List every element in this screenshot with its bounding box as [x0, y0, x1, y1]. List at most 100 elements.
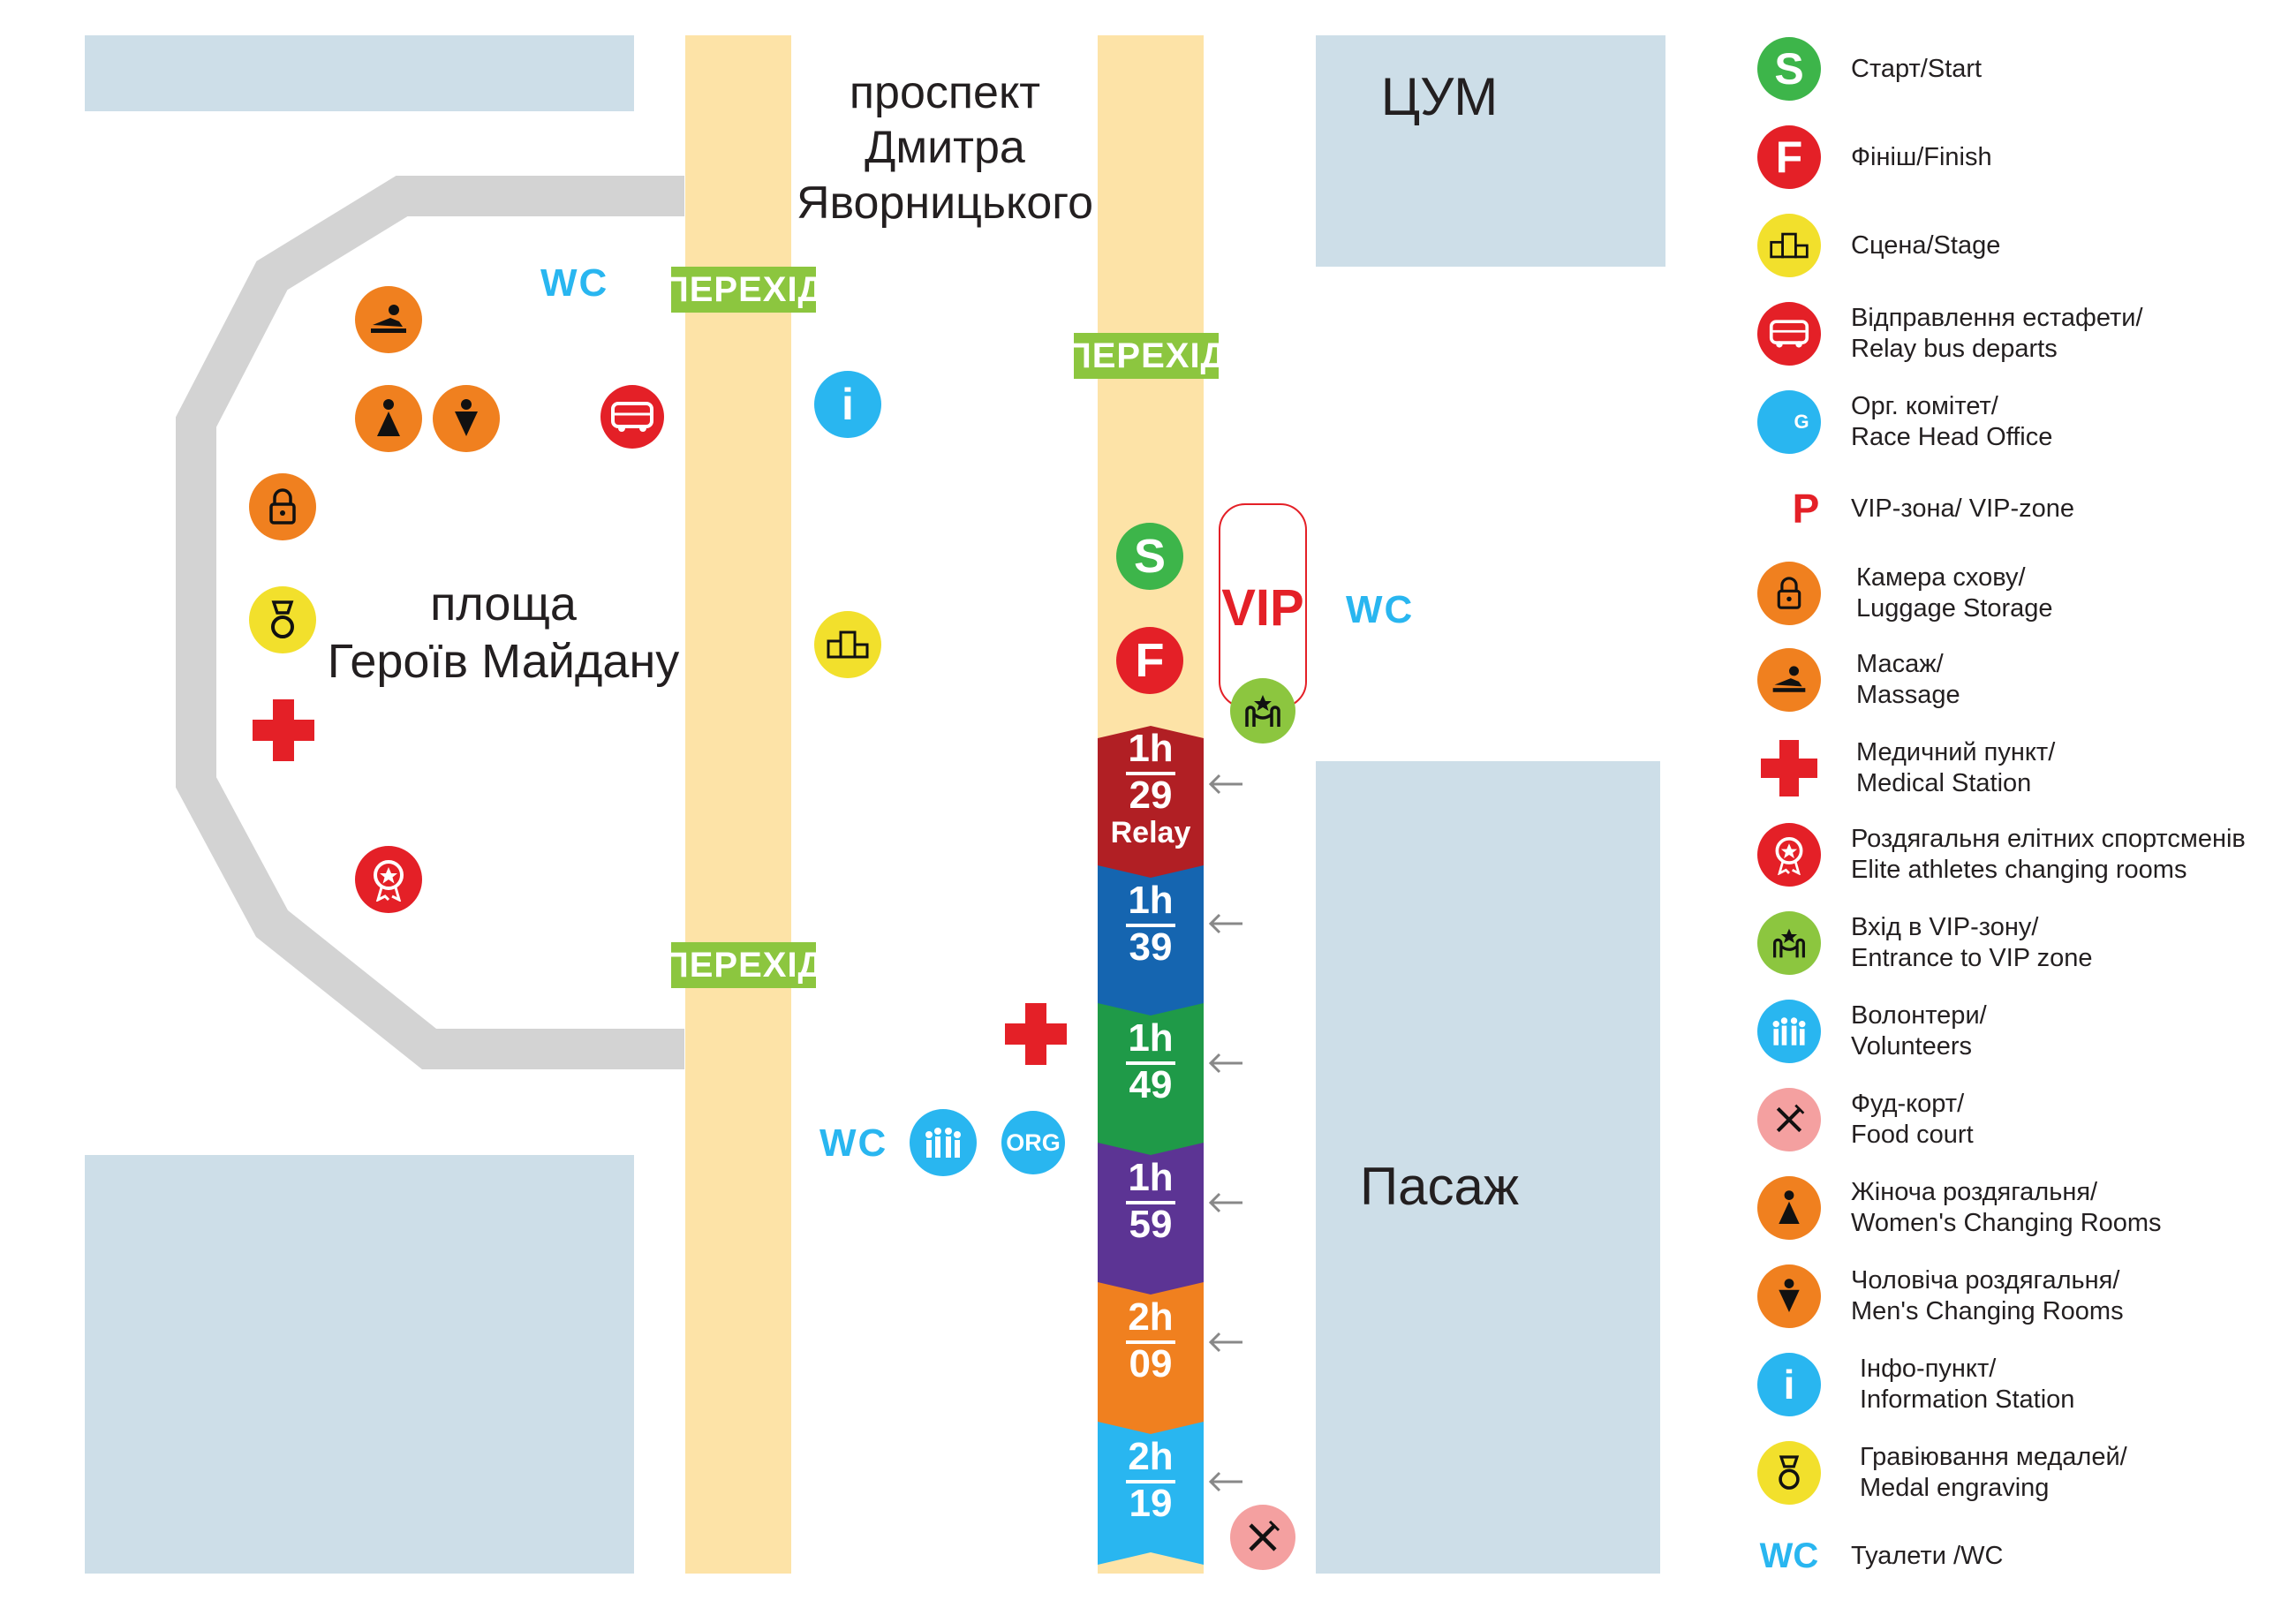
- corral-divider: [1126, 1201, 1175, 1204]
- legend-item: i Інфо-пункт/Information Station: [1757, 1349, 2287, 1420]
- street-label: проспект Дмитра Яворницького: [777, 65, 1113, 230]
- stage-icon: [1757, 214, 1821, 277]
- legend-text: Massage: [1856, 681, 1960, 709]
- finish-letter: F: [1135, 634, 1165, 687]
- legend-text: Фуд-корт/: [1851, 1090, 1965, 1118]
- arrow-left-icon: [1208, 1053, 1242, 1074]
- corral-hour: 1h: [1128, 1156, 1174, 1199]
- legend-text: Старт/Start: [1851, 54, 1983, 83]
- lock-icon: [249, 473, 316, 540]
- legend-text: Жіноча роздягальня/: [1851, 1178, 2098, 1206]
- org-icon: G: [1757, 390, 1821, 454]
- corral-relay: Relay: [1110, 816, 1191, 849]
- legend-text: Відправлення естафети/: [1851, 304, 2143, 332]
- corral-band: [1098, 1003, 1204, 1155]
- corral-hour: 2h: [1128, 1435, 1174, 1478]
- arrow-left-icon: [1208, 774, 1242, 795]
- crossing-label: ПЕРЕХІД: [1066, 333, 1226, 379]
- massage-icon: [355, 286, 422, 353]
- corral-label: 2h 19: [1098, 1422, 1204, 1554]
- corral-divider: [1126, 1480, 1175, 1483]
- medal-icon: [1757, 1441, 1821, 1505]
- women-icon: [1757, 1176, 1821, 1240]
- wc-label: WC: [1346, 588, 1415, 631]
- square-ring: [176, 176, 684, 1069]
- legend-text: Волонтери/: [1851, 1001, 1987, 1030]
- start-letter: S: [1133, 530, 1167, 583]
- legend-text: Relay bus departs: [1851, 335, 2058, 363]
- food-court-icon: [1230, 1505, 1295, 1570]
- legend-text: Race Head Office: [1851, 423, 2053, 451]
- info-icon: i: [1757, 1353, 1821, 1416]
- legend-item: F Фініш/Finish: [1757, 122, 2287, 192]
- legend-text: VIP-зона/ VIP-zone: [1851, 494, 2075, 523]
- women-icon: [355, 385, 422, 452]
- legend-item: WC Туалети /WC: [1757, 1521, 2287, 1591]
- corral-label: 1h 39: [1098, 865, 1204, 998]
- bus-icon: [600, 385, 664, 449]
- men-icon: [1757, 1264, 1821, 1328]
- org-label: ORG: [1006, 1129, 1061, 1156]
- start-icon: S: [1757, 37, 1821, 101]
- arrow-left-icon: [1208, 1192, 1242, 1213]
- corral-label: 1h 29 Relay: [1098, 713, 1204, 864]
- legend-text: Туалети /WC: [1851, 1541, 2004, 1570]
- legend-item: Медичний пункт/Medical Station: [1757, 733, 2287, 804]
- legend-text: Women's Changing Rooms: [1851, 1209, 2162, 1237]
- stage-icon: [814, 611, 881, 678]
- massage-icon: [1757, 648, 1821, 712]
- legend-item: Сцена/Stage: [1757, 210, 2287, 281]
- building-passage: [1316, 761, 1660, 1574]
- volunteers-icon: [910, 1109, 977, 1176]
- crossing-label: ПЕРЕХІД: [663, 267, 823, 313]
- medal-icon: [249, 586, 316, 653]
- corral-strip: [1098, 726, 1204, 1565]
- street-label-line: проспект: [849, 67, 1041, 118]
- corral-divider: [1126, 1340, 1175, 1344]
- medical-cross-icon: [1761, 740, 1817, 796]
- corral-label: 1h 59: [1098, 1143, 1204, 1275]
- corral-minutes: 19: [1129, 1482, 1173, 1525]
- legend-text: Information Station: [1860, 1385, 2075, 1414]
- corral-hour: 1h: [1128, 879, 1174, 922]
- street-label-line: Яворницького: [796, 177, 1094, 229]
- wc-icon: WC: [1757, 1524, 1821, 1588]
- wc-label: WC: [819, 1121, 888, 1165]
- arrow-left-icon: [1208, 913, 1242, 934]
- legend-text: Камера схову/: [1856, 563, 2026, 592]
- vip-label: VIP: [1221, 579, 1304, 637]
- men-icon: [433, 385, 500, 452]
- legend-item: Фуд-корт/Food court: [1757, 1084, 2287, 1155]
- legend-item: Масаж/Massage: [1757, 645, 2287, 715]
- square-label: площа Героїв Майдану: [327, 576, 680, 691]
- medical-cross-icon: [1005, 1003, 1067, 1065]
- corral-minutes: 49: [1129, 1063, 1173, 1106]
- legend-text: Medical Station: [1856, 769, 2032, 797]
- legend-text: Орг. комітет/: [1851, 392, 1998, 420]
- corral-hour: 1h: [1128, 727, 1174, 770]
- building-tsum: [1316, 35, 1665, 267]
- legend-text: Food court: [1851, 1121, 1974, 1149]
- finish-icon: F: [1757, 125, 1821, 189]
- building-top-left: [85, 35, 634, 111]
- crossing-label: ПЕРЕХІД: [663, 942, 823, 988]
- corral-band: [1098, 1422, 1204, 1565]
- corral-divider: [1126, 1061, 1175, 1065]
- legend-text: Гравіювання медалей/: [1860, 1443, 2127, 1471]
- corral-band: [1098, 1143, 1204, 1295]
- vip-p-icon: P: [1792, 486, 1820, 532]
- legend-item: Чоловіча роздягальня/Men's Changing Room…: [1757, 1261, 2287, 1332]
- corral-minutes: 29: [1129, 774, 1173, 817]
- corral-label: 1h 49: [1098, 1003, 1204, 1136]
- elite-badge-icon: [1757, 823, 1821, 887]
- corral-hour: 2h: [1128, 1295, 1174, 1339]
- corral-divider: [1126, 772, 1175, 775]
- legend-text: Elite athletes changing rooms: [1851, 856, 2187, 884]
- corral-hour: 1h: [1128, 1016, 1174, 1060]
- legend-item: S Старт/Start: [1757, 34, 2287, 104]
- volunteers-icon: [1757, 1000, 1821, 1063]
- legend-text: Luggage Storage: [1856, 594, 2053, 623]
- arrow-left-icon: [1208, 1471, 1242, 1492]
- legend-item: Волонтери/Volunteers: [1757, 996, 2287, 1067]
